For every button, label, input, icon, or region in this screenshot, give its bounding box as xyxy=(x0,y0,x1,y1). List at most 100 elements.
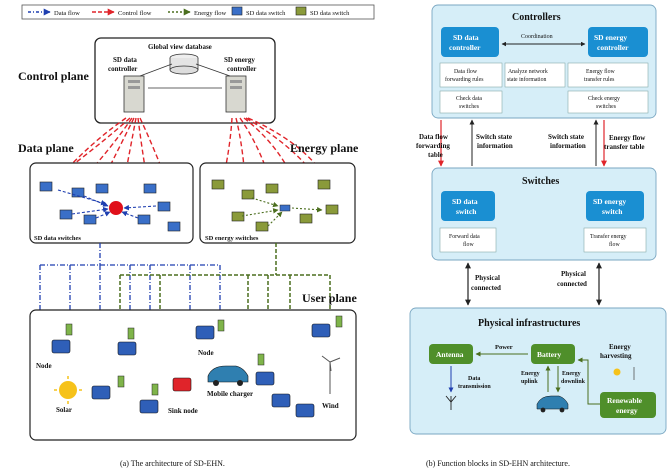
dataflow-rules-text-2: forwarding rules xyxy=(445,76,484,83)
sd-data-controller-text-2: controller xyxy=(449,43,481,52)
energy-downlink-text-2: downlink xyxy=(561,379,586,385)
sun-icon xyxy=(54,376,82,404)
right-caption: (b) Function blocks in SD-EHN architectu… xyxy=(426,459,570,468)
forward-data-text-2: flow xyxy=(463,241,474,248)
data-flow-arrows xyxy=(57,189,157,219)
sink-node-marker xyxy=(109,201,123,215)
legend-control-flow: Control flow xyxy=(118,10,152,17)
ef-table-text-2: transfer table xyxy=(604,143,645,151)
forward-data-box xyxy=(439,227,497,253)
transfer-energy-text-1: Transfer energy xyxy=(590,233,627,240)
df-table-text-2: forwarding xyxy=(416,142,450,150)
wind-turbine-icon xyxy=(321,355,341,394)
car-icon xyxy=(207,365,249,386)
battery-icons xyxy=(65,315,343,396)
phys-conn-1-text-2: connected xyxy=(471,284,501,292)
renewable-text-2: energy xyxy=(616,406,638,415)
check-data-text-1: Check data xyxy=(456,96,482,102)
phys-infra-title: Physical infrastructures xyxy=(478,318,580,329)
wind-label: Wind xyxy=(322,402,339,410)
renewable-text-1: Renewable xyxy=(607,396,643,405)
switches-title: Switches xyxy=(522,176,559,187)
sd-energy-controller-label-2: controller xyxy=(227,65,256,73)
sd-energy-controller-text-2: controller xyxy=(597,43,629,52)
sd-energy-switches-label: SD energy switches xyxy=(205,235,259,242)
sd-energy-switch-text-2: switch xyxy=(602,207,623,216)
phys-conn-2-text-2: connected xyxy=(557,280,587,288)
energy-harvesting-text-1: Energy xyxy=(609,343,631,351)
df-table-text-3: table xyxy=(428,151,443,159)
mobile-charger-label: Mobile charger xyxy=(207,390,253,398)
check-data-text-2: switches xyxy=(459,104,480,110)
node-label-1: Node xyxy=(36,362,52,370)
small-sun-icon xyxy=(613,368,621,376)
analyze-text-1: Analyze network xyxy=(508,69,548,75)
forward-data-text-1: Forward data xyxy=(449,234,480,240)
switch-state-2-text-1: Switch state xyxy=(548,133,584,141)
coordination-label: Coordination xyxy=(521,34,553,40)
energy-switches xyxy=(211,179,339,232)
energy-harvesting-text-2: harvesting xyxy=(600,352,632,360)
server-icon xyxy=(123,75,247,113)
left-caption: (a) The architecture of SD-EHN. xyxy=(120,459,225,468)
node-label-2: Node xyxy=(198,349,214,357)
check-energy-text-1: Check energy xyxy=(588,96,620,102)
sd-data-controller-box xyxy=(441,27,499,57)
sd-data-switches-label: SD data switches xyxy=(34,235,81,242)
user-plane-box xyxy=(29,309,357,441)
energyflow-rules-text-1: Energy flow xyxy=(586,68,616,75)
antenna-text: Antenna xyxy=(436,350,464,359)
switch-state-2-text-2: information xyxy=(550,142,586,150)
energy-downlink-text-1: Energy xyxy=(562,371,581,377)
renewable-energy-box xyxy=(600,392,656,418)
switch-state-1-text-1: Switch state xyxy=(476,133,512,141)
analyze-text-2: state information xyxy=(507,76,547,83)
energy-plane-label: Energy plane xyxy=(290,141,359,155)
data-plane-label: Data plane xyxy=(18,141,74,155)
check-energy-text-2: switches xyxy=(596,104,617,110)
energy-uplink-text-2: uplink xyxy=(521,379,538,385)
sd-energy-controller-box xyxy=(588,27,648,57)
legend-energy-flow: Energy flow xyxy=(194,10,226,17)
sd-data-controller-label-1: SD data xyxy=(113,56,137,64)
sink-node-icon xyxy=(172,377,192,392)
user-node-icons xyxy=(51,323,331,418)
sd-data-switch-box xyxy=(441,191,495,221)
transfer-energy-text-2: flow xyxy=(609,241,620,248)
antenna-box xyxy=(429,344,473,364)
legend-sd-energy-switch: SD data switch xyxy=(310,10,350,17)
ef-table-text-1: Energy flow xyxy=(609,134,646,142)
power-label: Power xyxy=(495,344,513,351)
global-view-db-label: Global view database xyxy=(148,43,212,51)
data-switches xyxy=(39,181,181,232)
phys-conn-2-text-1: Physical xyxy=(561,270,586,278)
legend-data-flow: Data flow xyxy=(54,10,80,17)
data-switch-icon xyxy=(231,6,243,16)
data-transmission-text-1: Data xyxy=(468,376,480,382)
sd-data-switch-text-2: switch xyxy=(456,207,477,216)
data-transmission-text-2: transmission xyxy=(458,384,491,390)
energy-uplink-text-1: Energy xyxy=(521,371,540,377)
phys-conn-1-text-1: Physical xyxy=(475,274,500,282)
sd-data-controller-label-2: controller xyxy=(108,65,137,73)
energy-hub-icon xyxy=(279,204,291,212)
energy-switch-icon xyxy=(295,6,307,16)
switch-state-1-text-2: information xyxy=(477,142,513,150)
small-car-icon xyxy=(536,395,569,413)
sd-energy-controller-text-1: SD energy xyxy=(594,33,627,42)
energyflow-rules-text-2: transfer rules xyxy=(584,76,615,83)
solar-label: Solar xyxy=(56,406,72,414)
controllers-title: Controllers xyxy=(512,12,561,23)
user-plane-label: User plane xyxy=(302,291,357,305)
harvest-arrow xyxy=(577,357,600,405)
controller-function-boxes xyxy=(439,62,649,114)
sd-energy-controller-label-1: SD energy xyxy=(224,56,255,64)
sd-data-switch-text-1: SD data xyxy=(452,197,478,206)
df-table-text-1: Data flow xyxy=(419,133,449,141)
sd-energy-switch-box xyxy=(586,191,644,221)
control-plane-label: Control plane xyxy=(18,69,89,83)
sd-energy-switch-text-1: SD energy xyxy=(593,197,626,206)
legend-sd-data-switch: SD data switch xyxy=(246,10,286,17)
battery-text: Battery xyxy=(537,350,561,359)
